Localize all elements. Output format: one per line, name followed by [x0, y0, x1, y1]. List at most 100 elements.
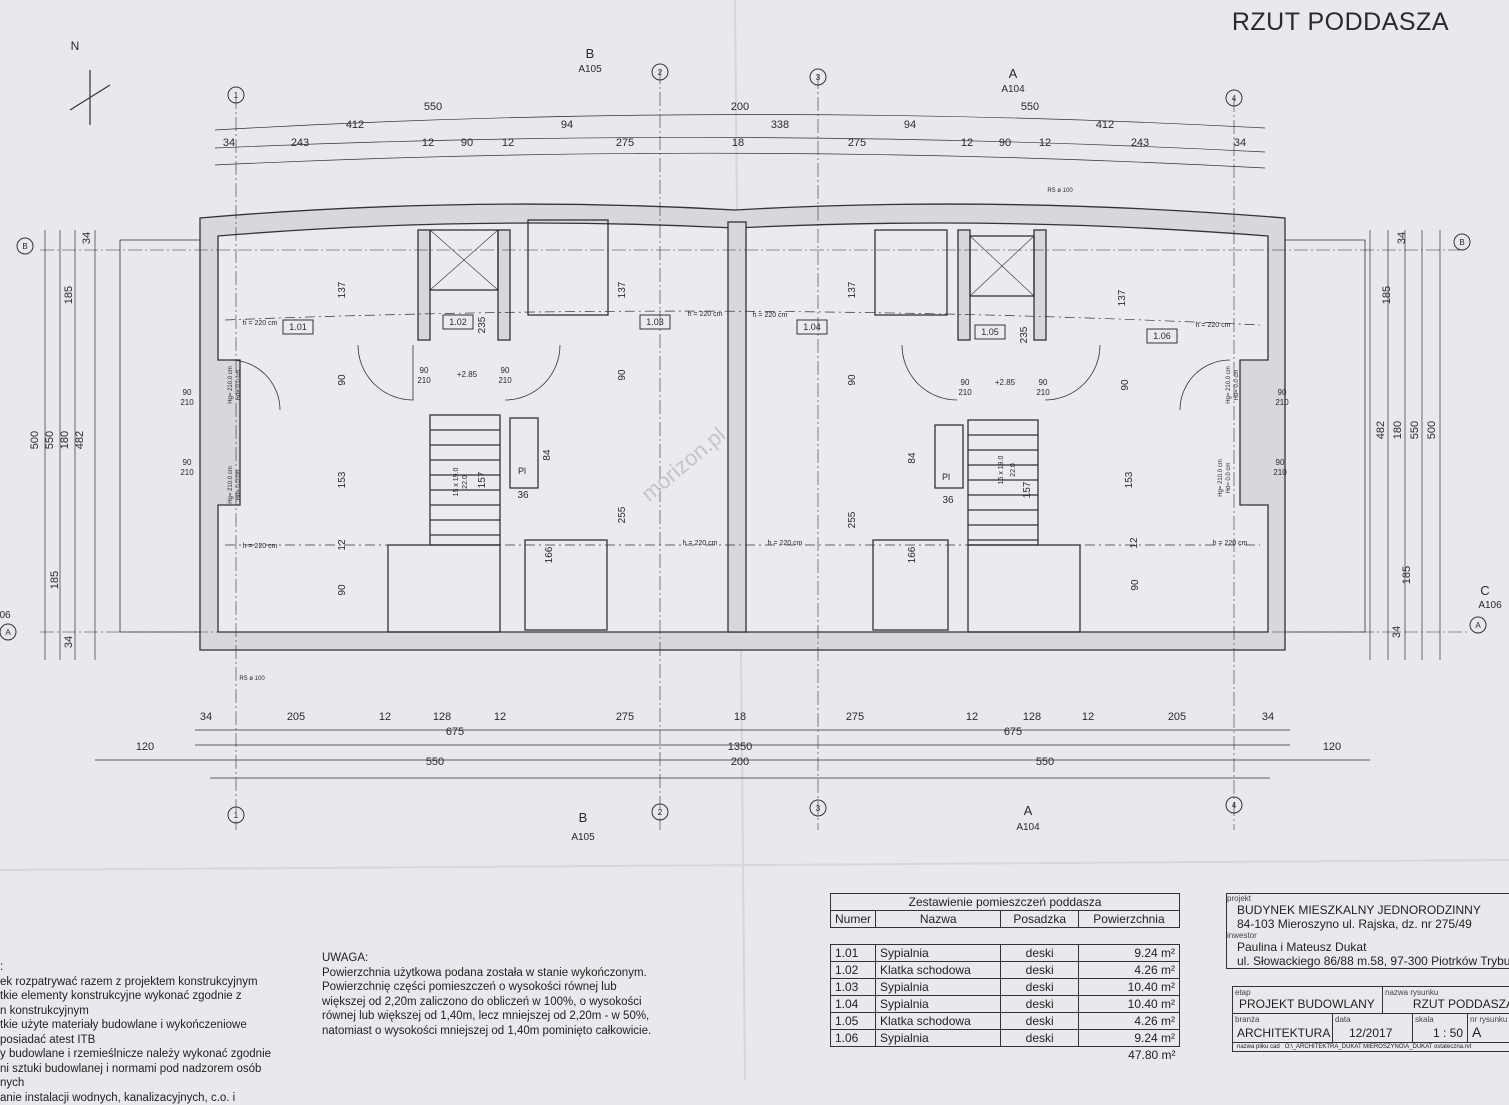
- dimension-label: 675: [1004, 726, 1022, 738]
- col-header: Nazwa: [876, 911, 1001, 928]
- ceiling-height-label: h = 220 cm: [243, 320, 278, 327]
- dimension-label: 84: [907, 452, 918, 464]
- dimension-label: 94: [904, 119, 916, 131]
- door-width: 90: [183, 388, 192, 397]
- label: nazwa rysunku: [1385, 988, 1438, 997]
- dimension-label: 185: [1401, 566, 1413, 584]
- dimension-label: 482: [1375, 421, 1387, 439]
- dimension-label: 137: [617, 281, 628, 298]
- section-a-label: A: [1024, 803, 1033, 818]
- ceiling-height-label: h = 220 cm: [753, 312, 788, 319]
- table-cell: 1.02: [831, 962, 876, 979]
- dimension-label: 255: [617, 506, 628, 523]
- table-cell: Sypialnia: [876, 945, 1001, 962]
- axis-label: 1: [234, 91, 239, 100]
- dimension-label: 200: [731, 101, 749, 113]
- dimension-label: 550: [1021, 101, 1039, 113]
- label: skala: [1415, 1015, 1434, 1024]
- vent-label: RS ø 100: [1047, 188, 1073, 194]
- dimension-label: 90: [1120, 379, 1131, 391]
- dimension-label: 550: [44, 431, 56, 449]
- table-cell: deski: [1001, 1030, 1079, 1047]
- dimension-label: 12: [1039, 137, 1051, 149]
- drawing-title: RZUT PODDASZA: [1232, 8, 1449, 37]
- window-sill-label: Hg= 210.0 cm: [1218, 459, 1224, 497]
- dimension-label: 12: [337, 539, 348, 551]
- dimension-label: 482: [74, 431, 86, 449]
- window-sill-label: Hd= 0.0 cm: [236, 370, 242, 401]
- window-sill-label: Hg= 210.0 cm: [1226, 366, 1232, 404]
- note-line: tkie elementy konstrukcyjne wykonać zgod…: [0, 989, 300, 1004]
- label: inwestor: [1227, 931, 1509, 940]
- dimension-label: 84: [542, 449, 553, 461]
- north-label: N: [71, 39, 80, 53]
- label: nr rysunku: [1470, 1015, 1507, 1024]
- notes-heading: :: [0, 960, 300, 975]
- dimension-label: 412: [346, 119, 364, 131]
- window-sill-label: Hd= 0.0 cm: [1226, 463, 1232, 494]
- dimension-label: 153: [337, 471, 348, 488]
- uwaga-heading: UWAGA:: [322, 951, 662, 966]
- table-cell: 1.03: [831, 979, 876, 996]
- outer-walls: [40, 70, 1470, 830]
- dimension-label: 128: [1023, 711, 1041, 723]
- dimension-label: 243: [1131, 137, 1149, 149]
- table-cell: Sypialnia: [876, 979, 1001, 996]
- door-height: 210: [1275, 398, 1289, 407]
- ceiling-height-label: h = 220 cm: [243, 543, 278, 550]
- section-ref: A105: [571, 832, 595, 843]
- dimension-label: 90: [461, 137, 473, 149]
- dimension-label: 550: [1409, 421, 1421, 439]
- dimension-label: 34: [1391, 626, 1403, 638]
- table-cell: 4.26 m²: [1078, 962, 1179, 979]
- dimension-label: 34: [63, 636, 75, 648]
- uwaga-note: UWAGA: Powierzchnia użytkowa podana zost…: [322, 951, 662, 1038]
- axis-label: 4: [1232, 94, 1237, 103]
- table-title: Zestawienie pomieszczeń poddasza: [831, 894, 1180, 911]
- note-line: y budowlane i rzemieślnicze należy wykon…: [0, 1047, 300, 1062]
- dimension-label: 90: [617, 369, 628, 381]
- title-block-project: projekt BUDYNEK MIESZKALNY JEDNORODZINNY…: [1226, 893, 1509, 969]
- investor-address: ul. Słowackiego 86/88 m.58, 97-300 Piotr…: [1227, 954, 1509, 968]
- dimension-label: 12: [379, 711, 391, 723]
- note-line: tkie użyte materiały budowlane i wykończ…: [0, 1018, 300, 1033]
- scale: 1 : 50: [1433, 1026, 1463, 1040]
- dimension-label: 12: [422, 137, 434, 149]
- dimension-label: 166: [544, 546, 555, 563]
- axis-label: 1: [234, 811, 239, 820]
- door-height: 210: [180, 398, 194, 407]
- dimension-label: 137: [1117, 289, 1128, 306]
- dimension-label: 18: [734, 711, 746, 723]
- dimension-label: 90: [847, 374, 858, 386]
- dimension-label: 34: [1262, 711, 1274, 723]
- dimension-label: 34: [200, 711, 212, 723]
- table-cell: Sypialnia: [876, 996, 1001, 1013]
- window-sill-label: Hd= 0.0 cm: [236, 470, 242, 501]
- dimension-label: 36: [942, 495, 954, 506]
- general-notes: : ek rozpatrywać razem z projektem konst…: [0, 960, 300, 1105]
- dimension-label: 166: [907, 546, 918, 563]
- dimension-label: 200: [731, 756, 749, 768]
- note-line: anie instalacji wodnych, kanalizacyjnych…: [0, 1091, 300, 1105]
- project-name: BUDYNEK MIESZKALNY JEDNORODZINNY: [1227, 903, 1509, 917]
- dimension-label: 550: [424, 101, 442, 113]
- total-area: 47.80 m²: [1078, 1047, 1179, 1064]
- ceiling-height-label: h = 220 cm: [1196, 322, 1231, 329]
- door-width: 90: [1276, 458, 1285, 467]
- table-cell: 10.40 m²: [1078, 979, 1179, 996]
- cad-file: O:\_ARCHITEKTRA_DUKAT MIEROSZYNO\A_DUKAT…: [1285, 1044, 1472, 1050]
- dimension-label: 1350: [728, 741, 752, 753]
- label: data: [1335, 1015, 1351, 1024]
- dimension-label: 275: [616, 137, 634, 149]
- axis-label: B: [22, 242, 27, 251]
- table-cell: 4.26 m²: [1078, 1013, 1179, 1030]
- door-width: 90: [183, 458, 192, 467]
- dimension-label: 120: [136, 741, 154, 753]
- table-cell: 1.05: [831, 1013, 876, 1030]
- door-width: 90: [420, 366, 429, 375]
- axis-label: 2: [658, 808, 663, 817]
- dimension-label: 12: [1082, 711, 1094, 723]
